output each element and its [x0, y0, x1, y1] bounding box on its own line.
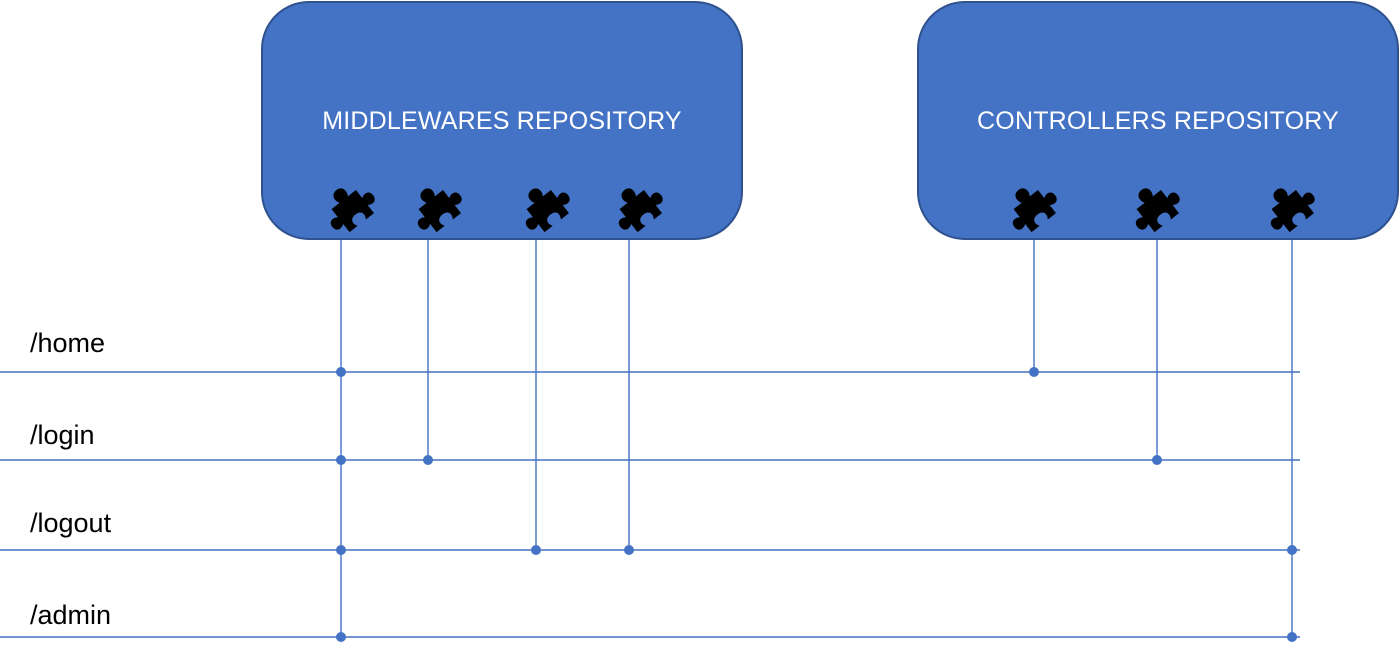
- junction-login-middleware-1: [336, 455, 346, 465]
- junction-home-controller-1: [1029, 367, 1039, 377]
- controllers-repository-title: CONTROLLERS REPOSITORY: [977, 107, 1339, 135]
- route-label-login: /login: [30, 420, 95, 450]
- junction-login-controller-2: [1152, 455, 1162, 465]
- route-label-admin: /admin: [30, 600, 112, 630]
- route-label-logout: /logout: [30, 508, 112, 538]
- junction-admin-middleware-1: [336, 632, 346, 642]
- middleware-2-puzzle-piece-icon: [417, 188, 462, 233]
- junction-admin-controller-3: [1287, 632, 1297, 642]
- controller-1-puzzle-piece-icon: [1012, 188, 1057, 233]
- route-label-home: /home: [30, 328, 106, 358]
- junction-logout-middleware-1: [336, 545, 346, 555]
- middleware-4-puzzle-piece-icon: [618, 188, 663, 233]
- controller-2-puzzle-piece-icon: [1135, 188, 1180, 233]
- controller-3-puzzle-piece-icon: [1270, 188, 1315, 233]
- middlewares-repository-title: MIDDLEWARES REPOSITORY: [322, 107, 682, 135]
- junction-logout-middleware-3: [531, 545, 541, 555]
- junction-logout-controller-3: [1287, 545, 1297, 555]
- middleware-3-puzzle-piece-icon: [525, 188, 570, 233]
- junction-login-middleware-2: [423, 455, 433, 465]
- junction-logout-middleware-4: [624, 545, 634, 555]
- middleware-1-puzzle-piece-icon: [330, 188, 375, 233]
- junction-home-middleware-1: [336, 367, 346, 377]
